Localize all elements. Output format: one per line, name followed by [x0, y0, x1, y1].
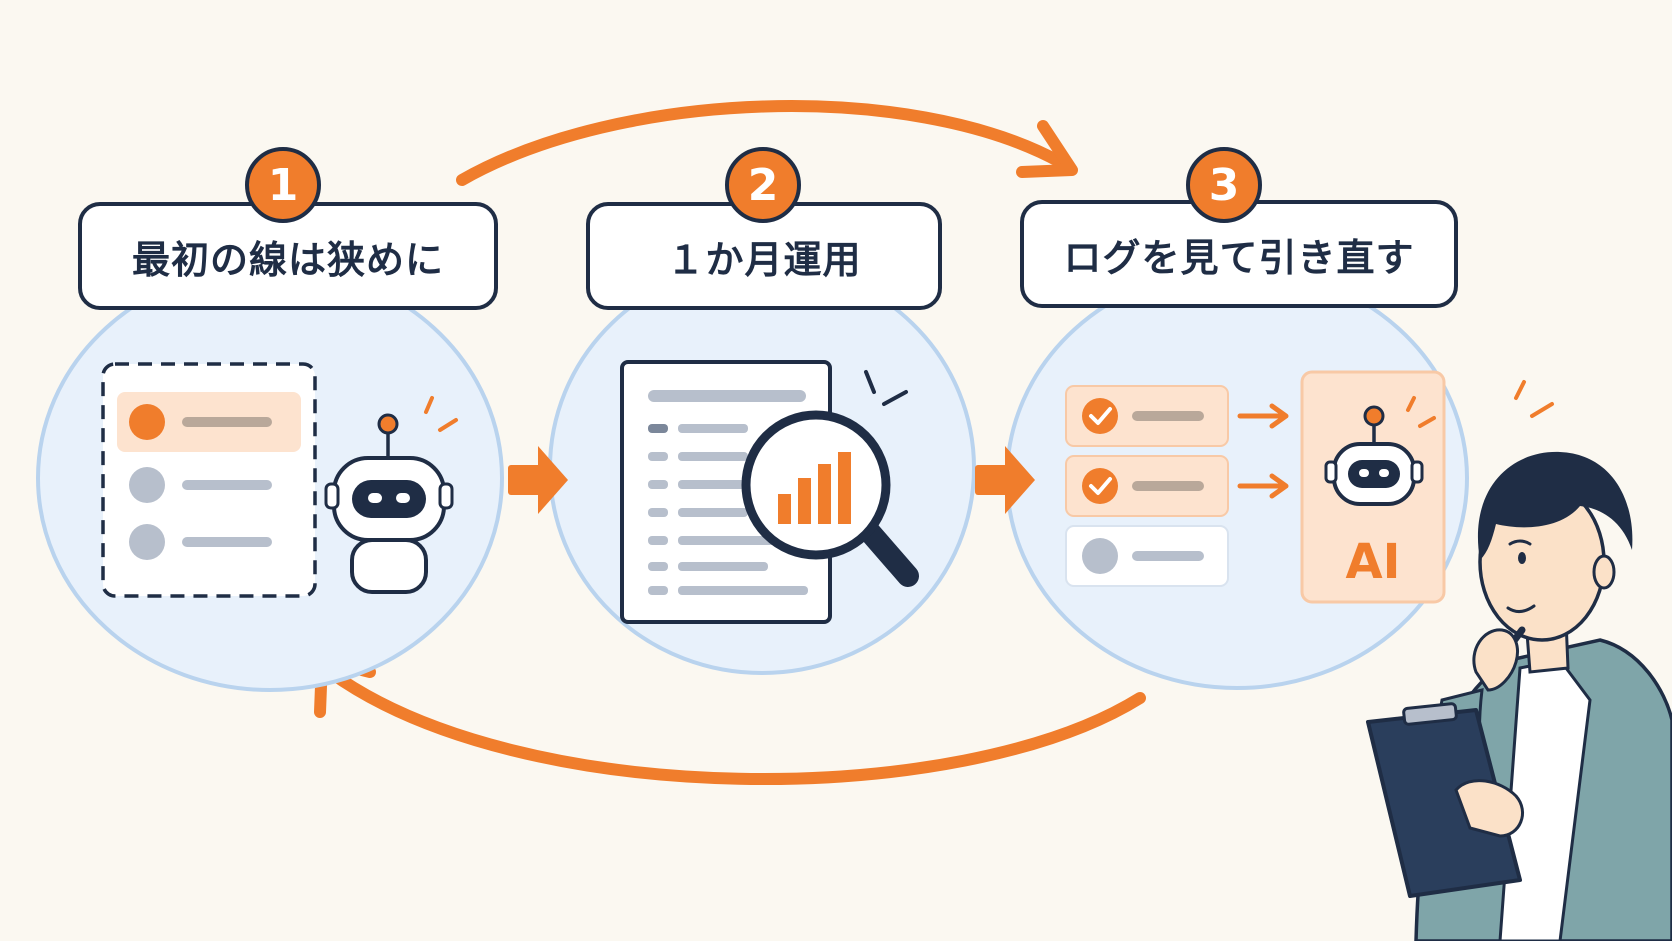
- step2-to-step3-arrow-icon: [975, 446, 1035, 514]
- step2-number: 2: [747, 159, 779, 211]
- checklist-icon: [101, 362, 317, 598]
- top-cycle-arrowhead: [1016, 120, 1078, 178]
- step1-number-badge: 1: [245, 147, 321, 223]
- small-arrow-icon: [1237, 403, 1289, 499]
- step2-title-text: １か月運用: [666, 237, 862, 282]
- step1-number: 1: [267, 159, 299, 211]
- top-cycle-arrow: [456, 100, 1066, 186]
- robot-icon: [324, 396, 458, 594]
- step2-number-badge: 2: [725, 147, 801, 223]
- person-idea-spark-icon: [1514, 380, 1554, 418]
- person-with-clipboard: [1366, 380, 1672, 941]
- ai-robot-icon: [1300, 370, 1446, 604]
- clipboard-icon: [1366, 702, 1522, 898]
- checked-list-icon: [1065, 385, 1229, 587]
- magnifier-chart-icon: [741, 370, 919, 587]
- step3-title-text: ログを見て引き直す: [1063, 235, 1415, 280]
- step3-number-badge: 3: [1186, 147, 1262, 223]
- step2-title: １か月運用: [586, 202, 942, 310]
- step1-title-text: 最初の線は狭めに: [131, 237, 444, 282]
- ai-badge: AI: [1345, 534, 1400, 590]
- step1-to-step2-arrow-icon: [508, 446, 568, 514]
- step3-number: 3: [1208, 159, 1240, 211]
- bottom-cycle-arrow: [324, 666, 1146, 785]
